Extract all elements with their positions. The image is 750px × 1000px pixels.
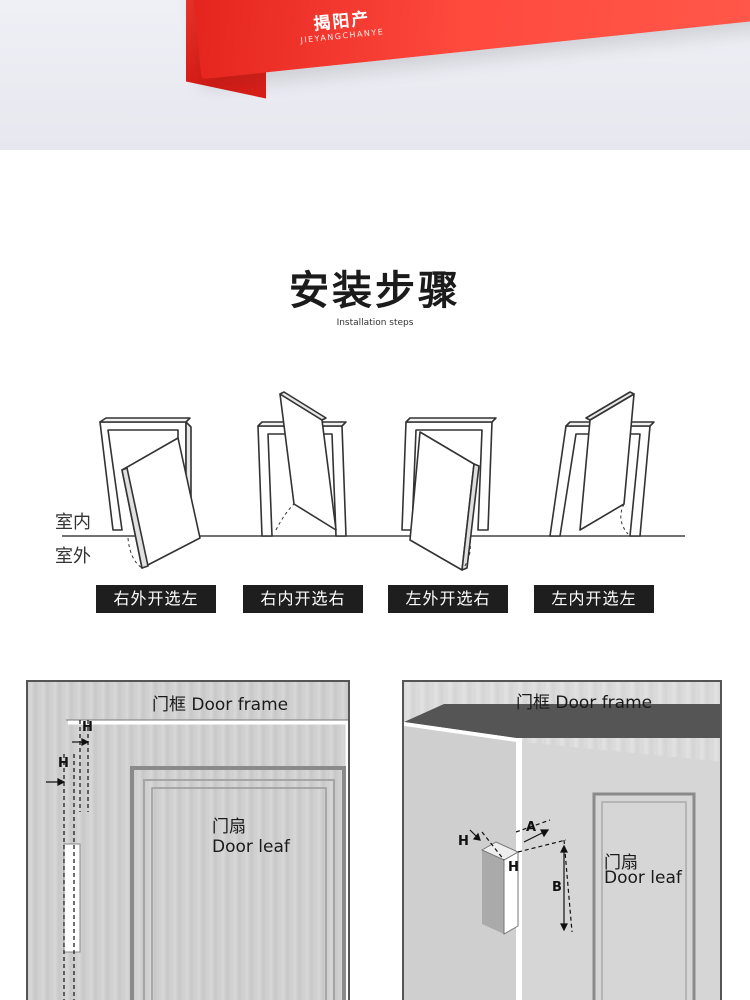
section-title: 安装步骤 [289,268,461,314]
tag-right-inward: 右内开选右 [243,585,363,613]
right-frame-label: 门框 Door frame [516,693,653,713]
section-subtitle: Installation steps [336,318,414,328]
right-leaf-label-cn: 门扇 [604,853,638,873]
panel-door-frame-angle: 门框 Door frame 门扇 Door leaf H H A B [402,680,722,1000]
left-leaf-label-cn: 门扇 [212,817,246,837]
door-left-outward [401,417,497,571]
right-dim-b: B [552,880,562,895]
indoor-label: 室内 [55,512,91,533]
tag-left-inward: 左内开选左 [534,585,654,613]
right-dim-a: A [526,820,537,835]
door-frame-angle-drawing [404,704,720,1000]
left-frame-label: 门框 Door frame [152,695,289,715]
left-dim-h-top: H [82,720,93,735]
panel-door-frame-front: 门框 Door frame 门扇 Door leaf H H [26,680,350,1000]
right-dim-h-outer: H [458,834,469,849]
door-right-outward [99,417,201,569]
right-dim-h-inner: H [508,860,519,875]
left-dim-h-side: H [58,756,69,771]
door-right-inward [257,391,347,537]
door-left-inward [549,391,655,537]
product-box [186,0,750,80]
tag-right-outward: 右外开选左 [96,585,216,613]
product-banner: 揭阳产 JIEYANGCHANYE [0,0,750,150]
outdoor-label: 室外 [55,546,91,567]
tag-left-outward: 左外开选右 [388,585,508,613]
right-leaf-label-en: Door leaf [604,868,682,888]
door-frame-front-drawing [46,719,348,1000]
left-leaf-label-en: Door leaf [212,837,290,857]
door-opening-diagram [62,391,685,571]
